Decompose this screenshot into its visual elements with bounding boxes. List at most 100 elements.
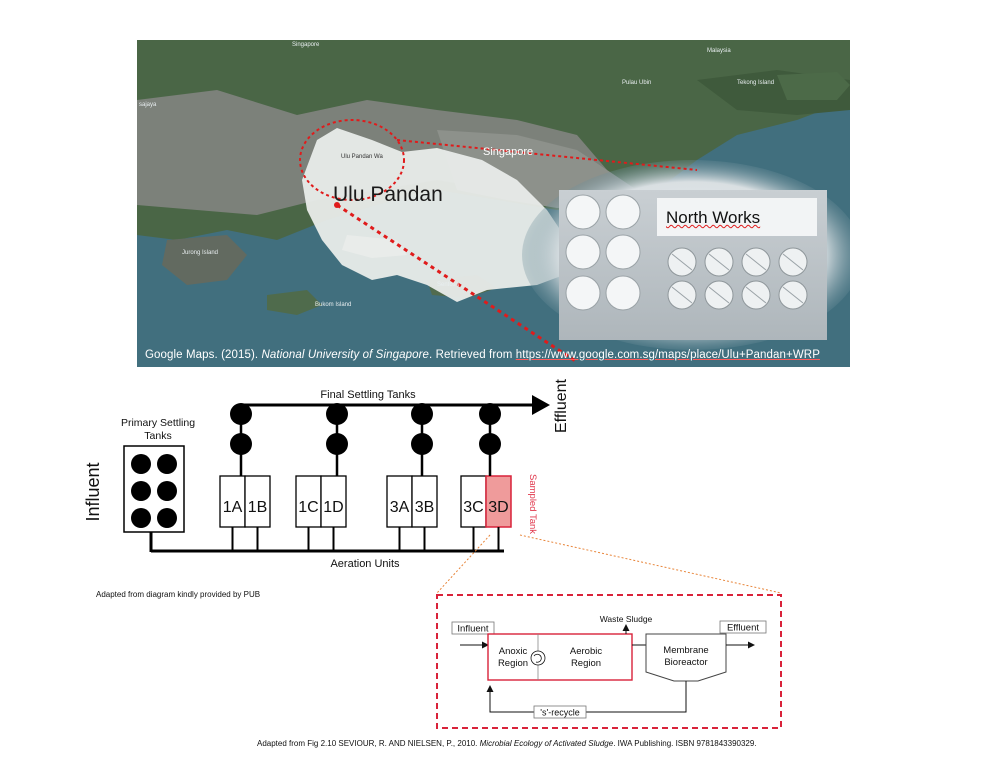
citation-italic: National University of Singapore (261, 349, 430, 361)
ulu-pandan-small-label: Ulu Pandan Wa (341, 154, 383, 160)
satellite-map: Ulu Pandan North Works Singapore Singapo… (137, 40, 862, 367)
unit-label-3d: 3D (488, 499, 508, 516)
sentosa-label: Sentosa (437, 282, 460, 288)
large-tank-6 (605, 275, 641, 311)
primary-circle-1 (131, 454, 151, 474)
aeration-tank-2 (704, 247, 734, 277)
settling-tank-top-2 (326, 403, 348, 425)
primary-circle-3 (131, 481, 151, 501)
membrane-line2: Bioreactor (664, 657, 707, 668)
aeration-tank-4 (778, 247, 808, 277)
aeration-units: 1A 1B 1C 1D 3A 3B 3C 3D (219, 403, 512, 551)
s-recycle-label: 's'-recycle (540, 708, 579, 718)
citation-mid: . Retrieved from (429, 349, 516, 361)
mbr-schematic: Influent Anoxic Region Aerobic Region Wa… (430, 592, 790, 732)
large-tank-3 (565, 234, 601, 270)
primary-circle-4 (157, 481, 177, 501)
tekong-label: Tekong Island (737, 80, 775, 86)
zoom-line-right (519, 534, 782, 594)
citation-text: Google Maps. (2015). (145, 349, 262, 361)
settling-tank-bottom-3 (411, 433, 433, 455)
settling-tank-bottom-4 (479, 433, 501, 455)
small-tanks (667, 247, 808, 310)
mbr-dashed-border (436, 594, 782, 729)
sajaya-label: sajaya (139, 102, 157, 108)
aeration-tank-1 (667, 247, 697, 277)
anoxic-line1: Anoxic (499, 646, 528, 657)
sampled-tank-label: Sampled Tank (527, 474, 538, 534)
aeration-tank-5 (667, 280, 697, 310)
singapore-top-label: Singapore (292, 42, 320, 48)
citation-url: https://www.google.com.sg/maps/place/Ulu… (515, 349, 820, 361)
unit-label-1a: 1A (223, 499, 243, 516)
unit-1b (244, 475, 271, 528)
unit-label-1b: 1B (248, 499, 268, 516)
large-tanks (565, 194, 641, 311)
recirculation-arrow (533, 653, 542, 663)
s-recycle-box (533, 705, 587, 719)
aeration-tank-6 (704, 280, 734, 310)
ulu-pandan-catchment (302, 128, 577, 302)
malaysia-label: Malaysia (707, 48, 731, 54)
ulu-pandan-circle (299, 119, 405, 201)
aeration-label: Aeration Units (330, 558, 400, 570)
singapore-label: Singapore (483, 146, 534, 158)
map-citation: Google Maps. (2015). National University… (145, 349, 820, 361)
final-settling-label: Final Settling Tanks (320, 389, 416, 401)
pub-note: Adapted from diagram kindly provided by … (96, 590, 261, 599)
plant-flow-diagram: Final Settling Tanks Effluent Primary Se… (0, 368, 990, 598)
settling-tank-top-1 (230, 403, 252, 425)
large-tank-4 (605, 234, 641, 270)
settling-tank-top-3 (411, 403, 433, 425)
anoxic-line2: Region (498, 658, 528, 669)
primary-label-line2: Tanks (144, 430, 171, 442)
large-tank-5 (565, 275, 601, 311)
aerobic-line1: Aerobic (570, 646, 602, 657)
mbr-effluent-label: Effluent (727, 623, 759, 634)
membrane-line1: Membrane (663, 645, 708, 656)
fig-citation-post: . IWA Publishing. ISBN 9781843390329. (613, 739, 757, 748)
fig-citation-italic: Microbial Ecology of Activated Sludge (479, 739, 614, 748)
jurong-island-land (162, 235, 247, 285)
aeration-tank-7 (741, 280, 771, 310)
primary-circle-5 (131, 508, 151, 528)
jurong-label: Jurong Island (182, 250, 219, 256)
mbr-influent-box (451, 621, 495, 635)
settling-tank-bottom-1 (230, 433, 252, 455)
tekong-land (777, 72, 850, 100)
influent-label: Influent (83, 462, 103, 521)
north-works-title: North Works (666, 208, 761, 227)
primary-label-line1: Primary Settling (121, 417, 195, 429)
settling-tank-top-4 (479, 403, 501, 425)
flow-graphic: Final Settling Tanks Effluent Primary Se… (83, 378, 782, 594)
unit-1d (320, 475, 347, 528)
reactor-box (487, 633, 633, 681)
aerobic-line2: Region (571, 658, 601, 669)
fig-citation: Adapted from Fig 2.10 SEVIOUR, R. AND NI… (257, 739, 757, 748)
unit-3c (460, 475, 487, 528)
fig-citation-text: Adapted from Fig 2.10 SEVIOUR, R. AND NI… (257, 739, 480, 748)
primary-circle-6 (157, 508, 177, 528)
membrane-bioreactor (645, 633, 727, 682)
unit-3d (485, 475, 512, 528)
north-works-label-bg (657, 198, 817, 236)
unit-label-3a: 3A (390, 499, 410, 516)
ulu-pandan-title: Ulu Pandan (333, 183, 443, 206)
dotted-line-top (396, 139, 698, 171)
ulu-pandan-marker (334, 202, 340, 208)
unit-label-3c: 3C (463, 499, 483, 516)
primary-tank-circles (131, 454, 177, 528)
effluent-arrow (532, 395, 550, 415)
mbr-effluent-box (719, 620, 767, 634)
effluent-label: Effluent (553, 378, 570, 433)
s-recycle-loop (486, 681, 687, 713)
unit-label-1c: 1C (298, 499, 318, 516)
unit-label-3b: 3B (415, 499, 435, 516)
zoom-line-left (436, 534, 491, 594)
bukom-land (267, 290, 322, 315)
waste-sludge-label: Waste Sludge (600, 614, 653, 624)
unit-label-1d: 1D (323, 499, 343, 516)
large-tank-2 (605, 194, 641, 230)
large-tank-1 (565, 194, 601, 230)
